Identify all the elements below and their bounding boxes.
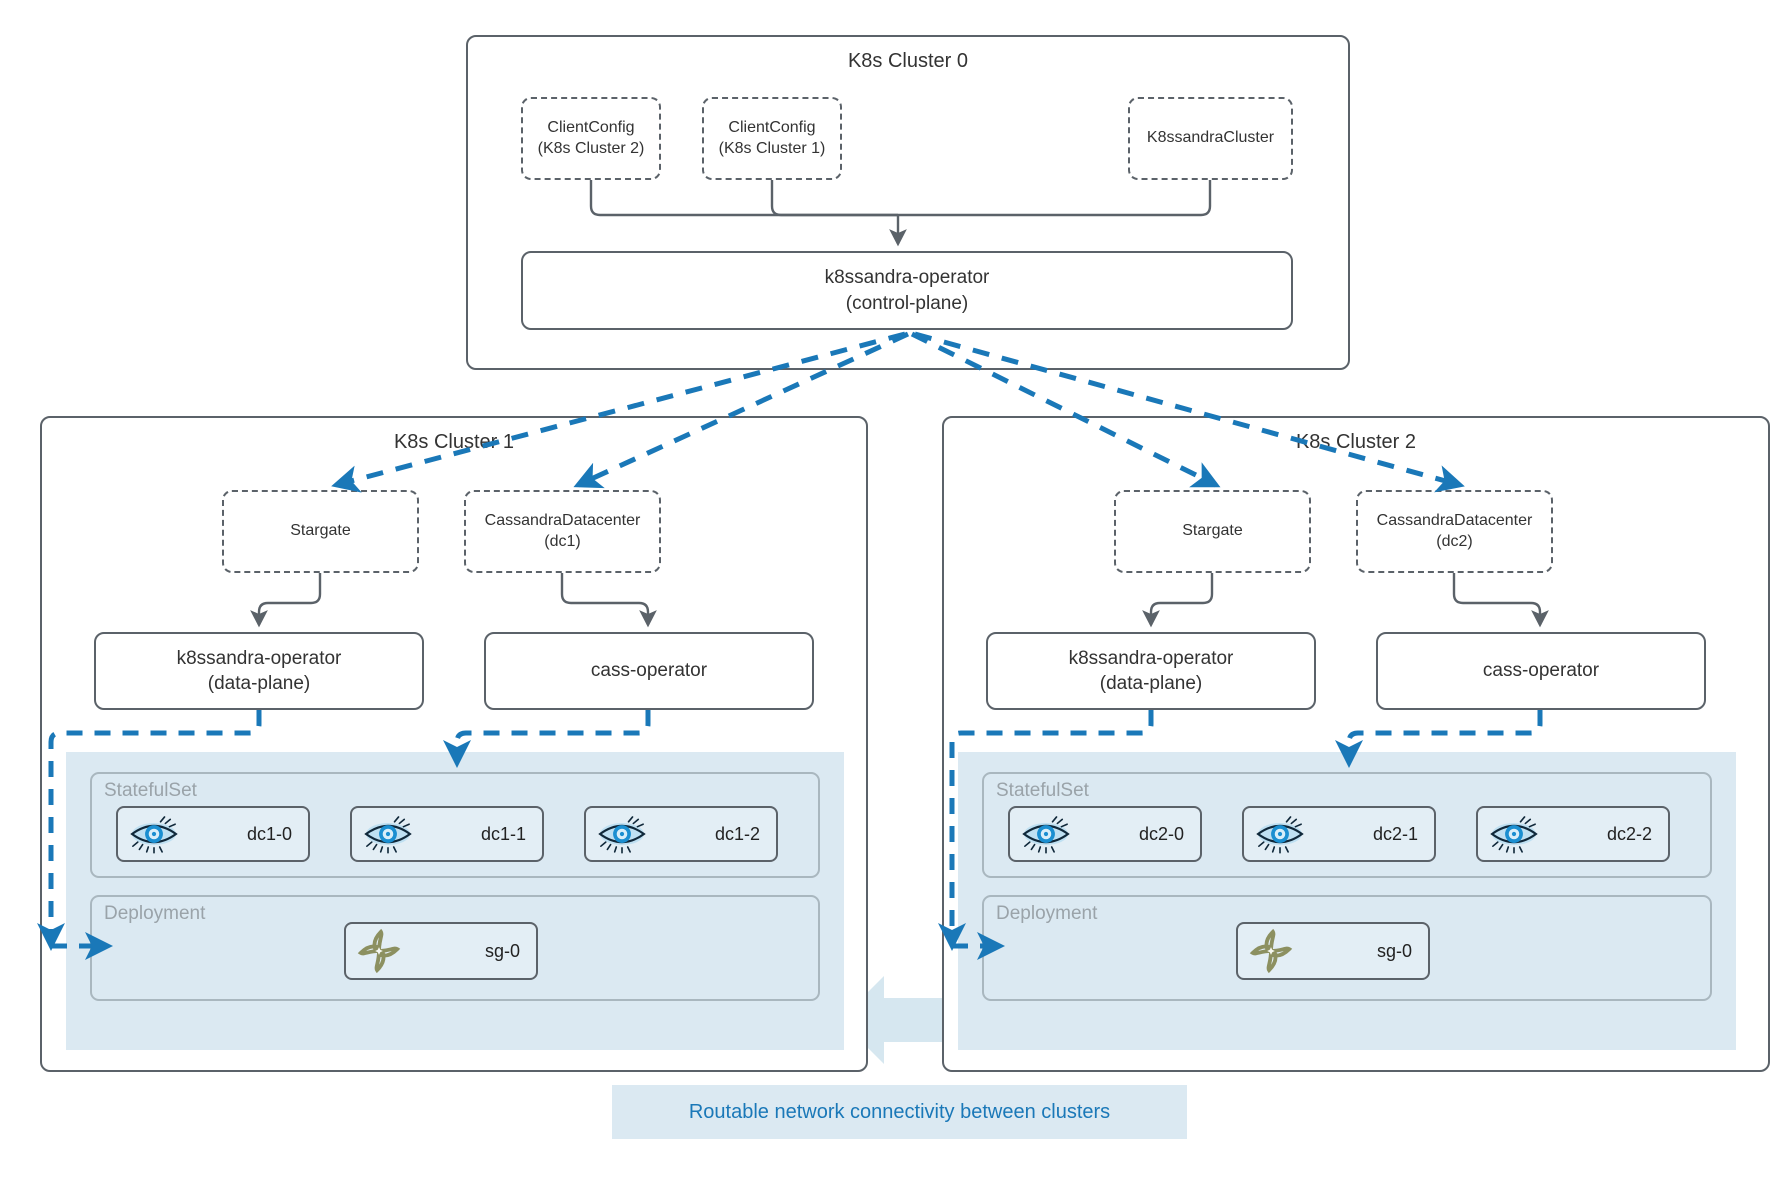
cluster1-pod-dc1-0[interactable]: dc1-0 (116, 806, 310, 862)
control-plane-operator-box[interactable]: k8ssandra-operator (control-plane) (521, 251, 1293, 330)
cluster1-cassandradatacenter-line2: (dc1) (544, 532, 581, 550)
clientconfig-cluster2-line2: (K8s Cluster 2) (537, 139, 645, 157)
cassandra-eye-icon (1022, 816, 1070, 854)
cluster1-k8ssandra-operator-box[interactable]: k8ssandra-operator (data-plane) (94, 632, 424, 710)
cluster1-pod-dc1-2-label: dc1-2 (714, 823, 760, 844)
cluster2-pod-dc2-0[interactable]: dc2-0 (1008, 806, 1202, 862)
cluster2-k8ssandra-operator-line2: (data-plane) (1099, 673, 1203, 694)
control-plane-operator-line2: (control-plane) (845, 292, 969, 314)
cluster2-statefulset-label: StatefulSet (996, 780, 1089, 801)
cluster1-cass-operator-box[interactable]: cass-operator (484, 632, 814, 710)
routable-network-banner-label: Routable network connectivity between cl… (688, 1100, 1111, 1123)
cassandra-eye-icon (598, 816, 646, 854)
cluster1-pod-dc1-2[interactable]: dc1-2 (584, 806, 778, 862)
cluster2-cassandradatacenter-line2: (dc2) (1436, 532, 1473, 550)
cluster2-pod-dc2-2[interactable]: dc2-2 (1476, 806, 1670, 862)
cluster2-stargate-label: Stargate (1182, 522, 1243, 540)
cassandra-eye-icon (364, 816, 412, 854)
cluster1-stargate-label: Stargate (290, 522, 351, 540)
cluster2-cass-operator-box[interactable]: cass-operator (1376, 632, 1706, 710)
cluster1-pod-dc1-1[interactable]: dc1-1 (350, 806, 544, 862)
cluster2-cassandradatacenter-crd[interactable]: CassandraDatacenter (dc2) (1356, 490, 1553, 573)
clientconfig-cluster2-line1: ClientConfig (547, 118, 635, 136)
cluster1-cassandradatacenter-crd[interactable]: CassandraDatacenter (dc1) (464, 490, 661, 573)
cluster2-pod-sg-0[interactable]: sg-0 (1236, 922, 1430, 980)
clientconfig-cluster1-crd[interactable]: ClientConfig (K8s Cluster 1) (702, 97, 842, 180)
cluster1-stargate-crd[interactable]: Stargate (222, 490, 419, 573)
cluster2-stargate-crd[interactable]: Stargate (1114, 490, 1311, 573)
cluster1-pod-sg-0-label: sg-0 (484, 940, 520, 961)
cluster2-cassandradatacenter-line1: CassandraDatacenter (1376, 511, 1533, 529)
cluster2-pod-dc2-0-label: dc2-0 (1138, 823, 1184, 844)
k8ssandracluster-crd[interactable]: K8ssandraCluster (1128, 97, 1293, 180)
cluster1-k8ssandra-operator-line2: (data-plane) (207, 673, 311, 694)
cluster2-pod-dc2-1[interactable]: dc2-1 (1242, 806, 1436, 862)
cluster2-deployment-label: Deployment (996, 903, 1098, 924)
cluster2-pod-dc2-1-label: dc2-1 (1372, 823, 1418, 844)
cluster1-deployment-label: Deployment (104, 903, 206, 924)
cluster1-pod-dc1-0-label: dc1-0 (246, 823, 292, 844)
cluster-1-title: K8s Cluster 1 (393, 431, 515, 453)
clientconfig-cluster2-crd[interactable]: ClientConfig (K8s Cluster 2) (521, 97, 661, 180)
stargate-pinwheel-icon (357, 928, 401, 974)
cluster1-cass-operator-label: cass-operator (590, 660, 708, 682)
cluster2-k8ssandra-operator-box[interactable]: k8ssandra-operator (data-plane) (986, 632, 1316, 710)
routable-network-banner: Routable network connectivity between cl… (612, 1085, 1187, 1139)
cluster2-pod-dc2-2-label: dc2-2 (1606, 823, 1652, 844)
cluster1-cassandradatacenter-line1: CassandraDatacenter (484, 511, 641, 529)
cluster1-statefulset-label: StatefulSet (104, 780, 197, 801)
cassandra-eye-icon (1256, 816, 1304, 854)
cluster2-cass-operator-label: cass-operator (1482, 660, 1600, 682)
cluster-0-title: K8s Cluster 0 (847, 50, 969, 72)
stargate-pinwheel-icon (1249, 928, 1293, 974)
cluster2-k8ssandra-operator-line1: k8ssandra-operator (1068, 647, 1234, 669)
cluster-2-title: K8s Cluster 2 (1295, 431, 1417, 453)
cluster1-k8ssandra-operator-line1: k8ssandra-operator (176, 647, 342, 669)
clientconfig-cluster1-line1: ClientConfig (728, 118, 816, 136)
cassandra-eye-icon (130, 816, 178, 854)
clientconfig-cluster1-line2: (K8s Cluster 1) (718, 139, 826, 157)
cluster1-pod-sg-0[interactable]: sg-0 (344, 922, 538, 980)
cluster2-pod-sg-0-label: sg-0 (1376, 940, 1412, 961)
k8ssandracluster-label: K8ssandraCluster (1146, 129, 1275, 147)
cluster1-pod-dc1-1-label: dc1-1 (480, 823, 526, 844)
control-plane-operator-line1: k8ssandra-operator (824, 267, 990, 289)
cassandra-eye-icon (1490, 816, 1538, 854)
